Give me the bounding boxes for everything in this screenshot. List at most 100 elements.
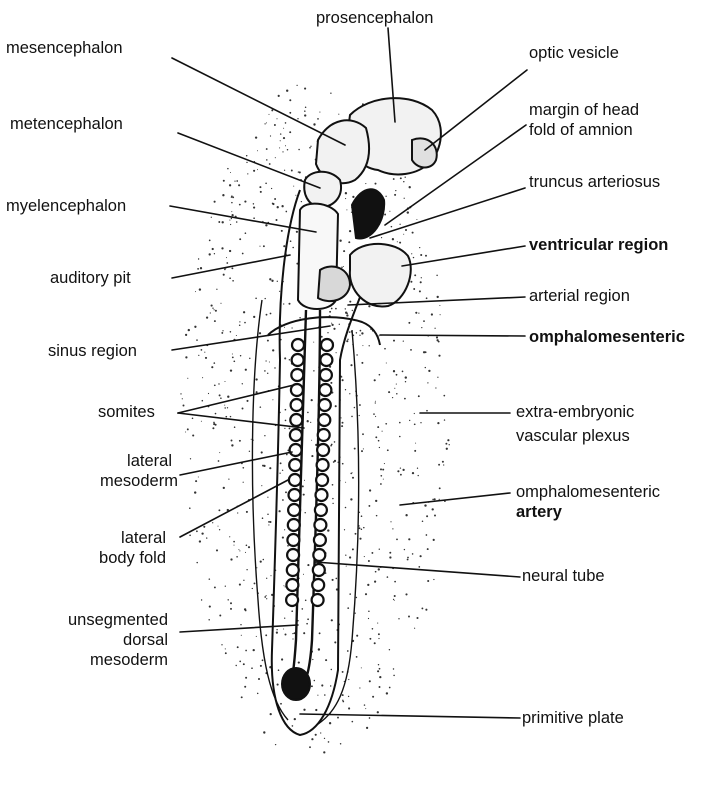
stipple-dot bbox=[209, 240, 211, 242]
stipple-dot bbox=[221, 247, 223, 249]
stipple-dot bbox=[211, 305, 213, 307]
stipple-dot bbox=[409, 420, 410, 421]
stipple-dot bbox=[437, 296, 439, 298]
stipple-dot bbox=[332, 498, 333, 499]
stipple-dot bbox=[246, 400, 248, 402]
stipple-dot bbox=[212, 308, 213, 309]
label-somites: somites bbox=[98, 402, 155, 422]
stipple-dot bbox=[303, 709, 305, 711]
stipple-dot bbox=[345, 312, 347, 314]
stipple-dot bbox=[201, 421, 202, 422]
leader-omph-artery bbox=[400, 493, 510, 505]
stipple-dot bbox=[375, 436, 377, 438]
stipple-dot bbox=[288, 303, 290, 305]
stipple-dot bbox=[285, 420, 287, 422]
stipple-dot bbox=[285, 145, 286, 146]
stipple-dot bbox=[203, 526, 205, 528]
stipple-dot bbox=[419, 247, 420, 248]
stipple-dot bbox=[323, 751, 325, 753]
stipple-dot bbox=[260, 191, 262, 193]
stipple-dot bbox=[385, 423, 387, 425]
stipple-dot bbox=[350, 364, 352, 366]
stipple-dot bbox=[243, 311, 245, 313]
label-extra-embryonic-plexus: extra-embryonic vascular plexus bbox=[516, 402, 634, 446]
stipple-dot bbox=[414, 413, 415, 414]
stipple-dot bbox=[439, 487, 441, 489]
stipple-dot bbox=[369, 717, 371, 719]
stipple-dot bbox=[282, 499, 284, 501]
stipple-dot bbox=[258, 678, 260, 680]
stipple-dot bbox=[361, 362, 363, 364]
stipple-dot bbox=[257, 150, 258, 151]
stipple-dot bbox=[235, 665, 236, 666]
stipple-dot bbox=[253, 316, 255, 318]
stipple-dot bbox=[255, 378, 257, 380]
stipple-dot bbox=[257, 169, 258, 170]
stipple-dot bbox=[373, 413, 375, 415]
stipple-dot bbox=[313, 342, 314, 343]
stipple-dot bbox=[420, 422, 421, 423]
stipple-dot bbox=[374, 379, 376, 381]
label-primitive-plate: primitive plate bbox=[522, 708, 624, 728]
stipple-dot bbox=[198, 355, 199, 356]
stipple-dot bbox=[394, 194, 396, 196]
stipple-dot bbox=[359, 335, 360, 336]
stipple-dot bbox=[212, 427, 214, 429]
stipple-dot bbox=[342, 379, 344, 381]
somite-left bbox=[292, 354, 304, 366]
stipple-dot bbox=[307, 420, 309, 422]
stipple-dot bbox=[199, 540, 201, 542]
stipple-dot bbox=[379, 447, 380, 448]
stipple-dot bbox=[317, 695, 318, 696]
stipple-dot bbox=[405, 177, 406, 178]
stipple-dot bbox=[213, 422, 215, 424]
stipple-dot bbox=[377, 623, 378, 624]
stipple-dot bbox=[241, 635, 242, 636]
stipple-dot bbox=[413, 288, 415, 290]
stipple-dot bbox=[330, 685, 331, 686]
stipple-dot bbox=[211, 217, 212, 218]
stipple-dot bbox=[290, 240, 292, 242]
stipple-dot bbox=[396, 539, 398, 541]
stipple-dot bbox=[276, 632, 278, 634]
stipple-dot bbox=[182, 398, 183, 399]
stipple-dot bbox=[283, 628, 284, 629]
stipple-dot bbox=[231, 202, 233, 204]
stipple-dot bbox=[387, 449, 389, 451]
label-lateral-mesoderm: lateral mesoderm bbox=[100, 451, 172, 491]
stipple-dot bbox=[255, 136, 257, 138]
stipple-dot bbox=[252, 588, 253, 589]
stipple-dot bbox=[246, 569, 247, 570]
stipple-dot bbox=[190, 458, 191, 459]
stipple-dot bbox=[269, 278, 271, 280]
stipple-dot bbox=[233, 541, 235, 543]
label-arterial-region: arterial region bbox=[529, 286, 630, 306]
stipple-dot bbox=[305, 600, 307, 602]
stipple-dot bbox=[356, 597, 357, 598]
stipple-dot bbox=[283, 245, 285, 247]
stipple-dot bbox=[209, 253, 211, 255]
stipple-dot bbox=[296, 85, 297, 86]
stipple-dot bbox=[379, 686, 381, 688]
somite-right bbox=[316, 474, 328, 486]
label-margin-head-fold: margin of head fold of amnion bbox=[529, 100, 639, 140]
stipple-dot bbox=[187, 378, 188, 379]
stipple-dot bbox=[343, 250, 345, 252]
somite-right bbox=[317, 459, 329, 471]
stipple-dot bbox=[394, 581, 396, 583]
stipple-dot bbox=[209, 578, 211, 580]
stipple-dot bbox=[364, 556, 365, 557]
stipple-dot bbox=[400, 467, 401, 468]
stipple-dot bbox=[311, 738, 313, 740]
stipple-dot bbox=[233, 545, 234, 546]
stipple-dot bbox=[438, 355, 440, 357]
stipple-dot bbox=[289, 427, 291, 429]
stipple-dot bbox=[346, 314, 348, 316]
stipple-dot bbox=[263, 731, 265, 733]
stipple-dot bbox=[292, 247, 294, 249]
stipple-dot bbox=[355, 533, 357, 535]
stipple-dot bbox=[439, 499, 440, 500]
stipple-dot bbox=[242, 383, 243, 384]
stipple-dot bbox=[356, 656, 358, 658]
stipple-dot bbox=[261, 451, 263, 453]
